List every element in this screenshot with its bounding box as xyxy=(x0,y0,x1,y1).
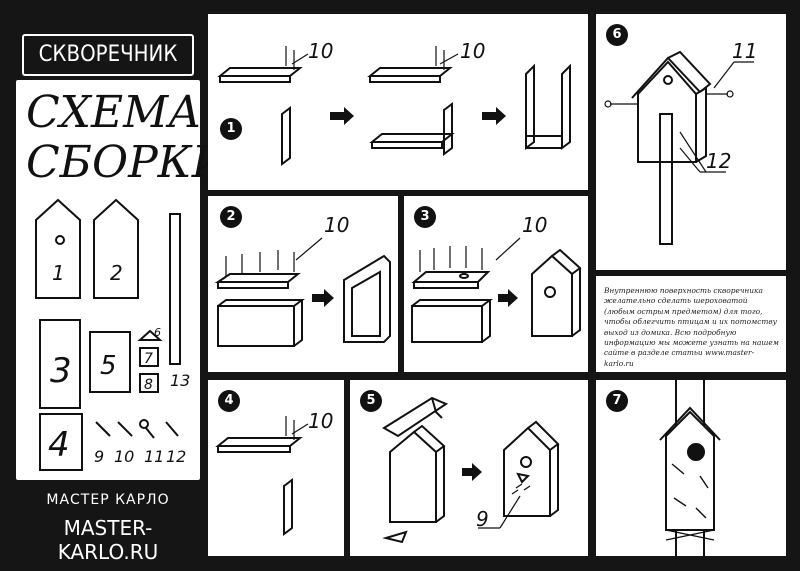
part-label-2: 2 xyxy=(110,261,123,285)
part-label-9: 9 xyxy=(94,447,104,466)
step-6-number: 6 xyxy=(606,24,628,46)
step-3-diagram: 10 xyxy=(411,213,582,343)
part-label-12: 12 xyxy=(166,447,186,466)
step-2-diagram: 10 xyxy=(214,213,391,347)
step-5-arrow xyxy=(462,463,482,481)
step-2-part-label: 10 xyxy=(324,213,349,237)
heading-line-1: СХЕМА xyxy=(26,87,202,138)
step-6-panel xyxy=(596,14,786,270)
sidebar-title: СКВОРЕЧНИК xyxy=(22,34,194,76)
part-12-screw xyxy=(165,421,179,437)
step-1-part-label: 10 xyxy=(308,39,333,63)
step-5-diagram: 9 xyxy=(382,396,560,544)
part-1-shape xyxy=(35,198,81,299)
part-label-11: 11 xyxy=(144,447,164,466)
part-1-hole xyxy=(55,235,65,245)
step-1-arrow-1 xyxy=(330,107,354,125)
step-5-part-label: 9 xyxy=(476,507,489,531)
step-3-number: 3 xyxy=(414,206,436,228)
part-label-13: 13 xyxy=(170,371,190,390)
part-11-ring xyxy=(139,419,149,429)
part-5-shape xyxy=(89,331,131,393)
part-3-shape xyxy=(39,319,81,409)
step-4-part-label: 10 xyxy=(308,409,333,433)
part-10-nail xyxy=(117,421,133,437)
step-1-panel xyxy=(208,14,588,190)
step-2-number: 2 xyxy=(220,206,242,228)
step-6-diagram: 11 12 xyxy=(604,39,757,245)
part-label-3: 3 xyxy=(50,351,72,391)
brand-name: МАСТЕР КАРЛО xyxy=(46,492,170,508)
step-1-number: 1 xyxy=(220,118,242,140)
part-label-8: 8 xyxy=(144,377,153,393)
step-3-part-label: 10 xyxy=(522,213,547,237)
part-7-shape xyxy=(139,347,159,367)
step-3-arrow xyxy=(498,289,518,307)
part-label-1: 1 xyxy=(52,261,65,285)
parts-diagram: 1 2 3 4 5 6 7 8 9 10 11 12 13 xyxy=(35,198,190,471)
part-label-10: 10 xyxy=(114,447,134,466)
part-6-shape xyxy=(137,329,163,341)
step-1-arrow-2 xyxy=(482,107,506,125)
part-label-7: 7 xyxy=(144,351,153,367)
part-8-shape xyxy=(139,373,159,393)
step-6-part-label: 11 xyxy=(732,39,757,63)
step-1-diagram: 10 10 xyxy=(217,39,571,166)
heading: СХЕМА СБОРКИ xyxy=(26,87,231,188)
step-1-part-label-2: 10 xyxy=(460,39,485,63)
step-5-number: 5 xyxy=(360,390,382,412)
part-4-shape xyxy=(39,413,83,471)
part-9-nail xyxy=(95,421,111,437)
brand-url: MASTER-KARLO.RU xyxy=(57,516,159,564)
step-4-number: 4 xyxy=(218,390,240,412)
part-13-shape xyxy=(169,213,181,365)
step-2-arrow xyxy=(312,289,334,307)
step-6-part-label-2: 12 xyxy=(706,149,731,173)
part-11-stem xyxy=(145,427,155,439)
step-7-number: 7 xyxy=(606,390,628,412)
info-panel xyxy=(596,276,786,372)
step-4-diagram: 10 xyxy=(215,409,333,536)
part-label-5: 5 xyxy=(100,351,117,381)
part-label-4: 4 xyxy=(48,425,70,465)
part-label-6: 6 xyxy=(154,326,161,339)
step-7-diagram xyxy=(659,380,721,556)
part-2-shape xyxy=(93,198,139,299)
heading-line-2: СБОРКИ xyxy=(26,137,231,188)
info-text: Внутреннюю поверхность скворечника желат… xyxy=(604,286,779,368)
